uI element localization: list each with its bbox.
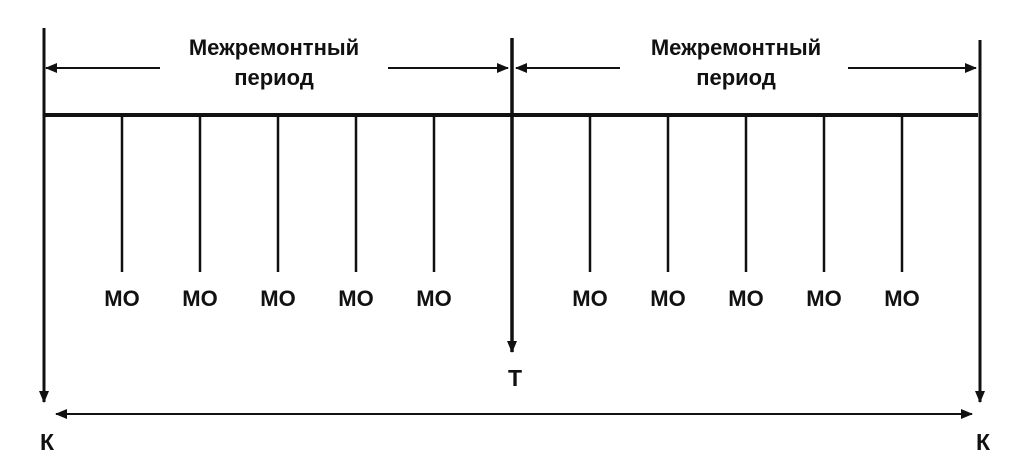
mo-label-left-5: МО: [416, 286, 451, 311]
mo-label-left-3: МО: [260, 286, 295, 311]
t-label: Т: [508, 365, 522, 391]
period-2-label-line2: период: [696, 65, 776, 90]
mo-label-left-2: МО: [182, 286, 217, 311]
mo-label-right-5: МО: [884, 286, 919, 311]
period-1-label-line1: Межремонтный: [189, 35, 359, 60]
k-right-label: К: [976, 429, 991, 455]
k-left-label: К: [40, 429, 55, 455]
mo-label-right-4: МО: [806, 286, 841, 311]
maintenance-marks: МО МО МО МО МО МО МО МО МО МО: [104, 115, 920, 311]
mo-label-right-3: МО: [728, 286, 763, 311]
mo-label-right-2: МО: [650, 286, 685, 311]
period-2-label-line1: Межремонтный: [651, 35, 821, 60]
mo-label-left-4: МО: [338, 286, 373, 311]
mo-label-left-1: МО: [104, 286, 139, 311]
mo-label-right-1: МО: [572, 286, 607, 311]
period-1-label-line2: период: [234, 65, 314, 90]
